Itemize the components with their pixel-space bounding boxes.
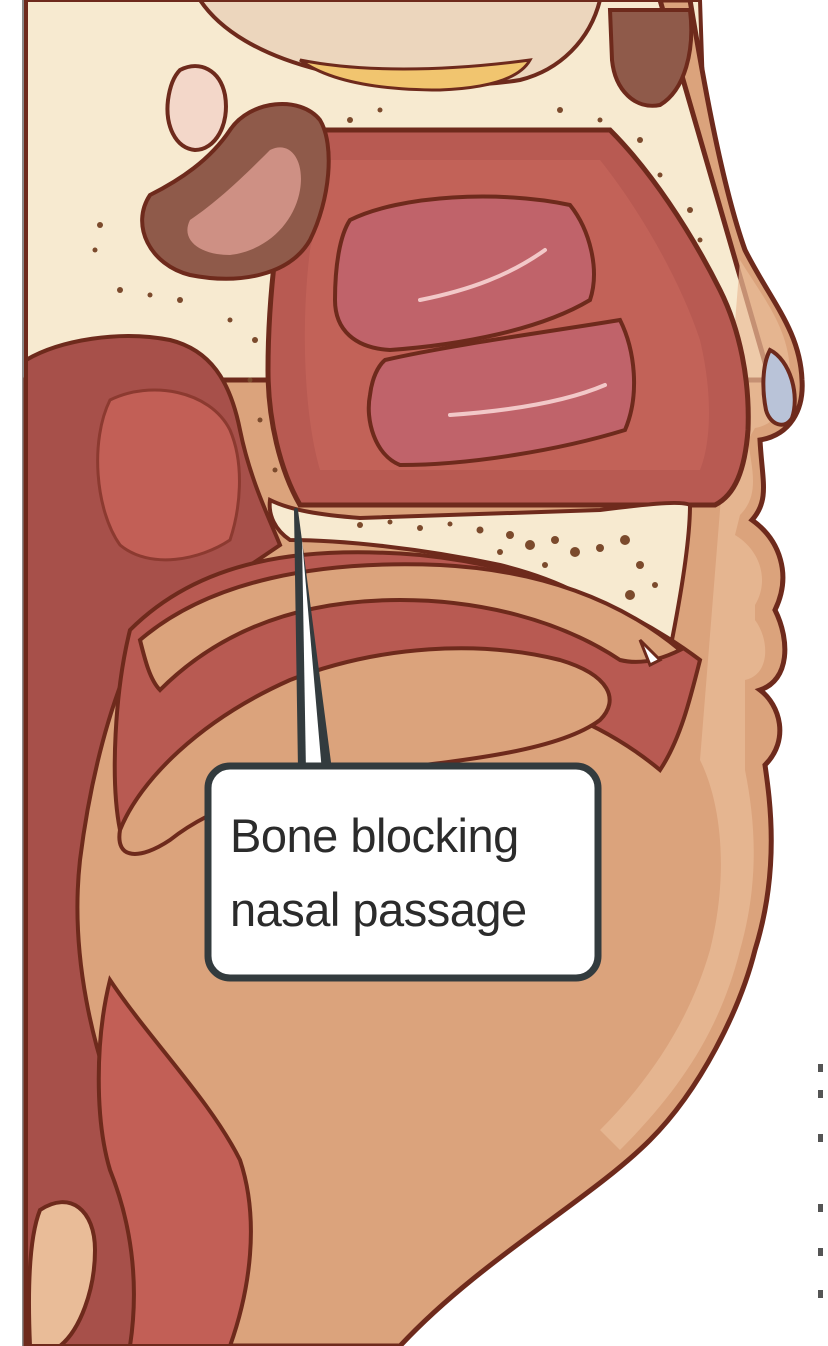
pituitary bbox=[167, 66, 225, 150]
callout-box bbox=[208, 766, 598, 978]
callout-line-1: Bone blocking bbox=[230, 809, 519, 862]
callout-line-2: nasal passage bbox=[230, 883, 527, 936]
adenoid bbox=[98, 390, 240, 560]
edge-marks bbox=[818, 1064, 823, 1298]
